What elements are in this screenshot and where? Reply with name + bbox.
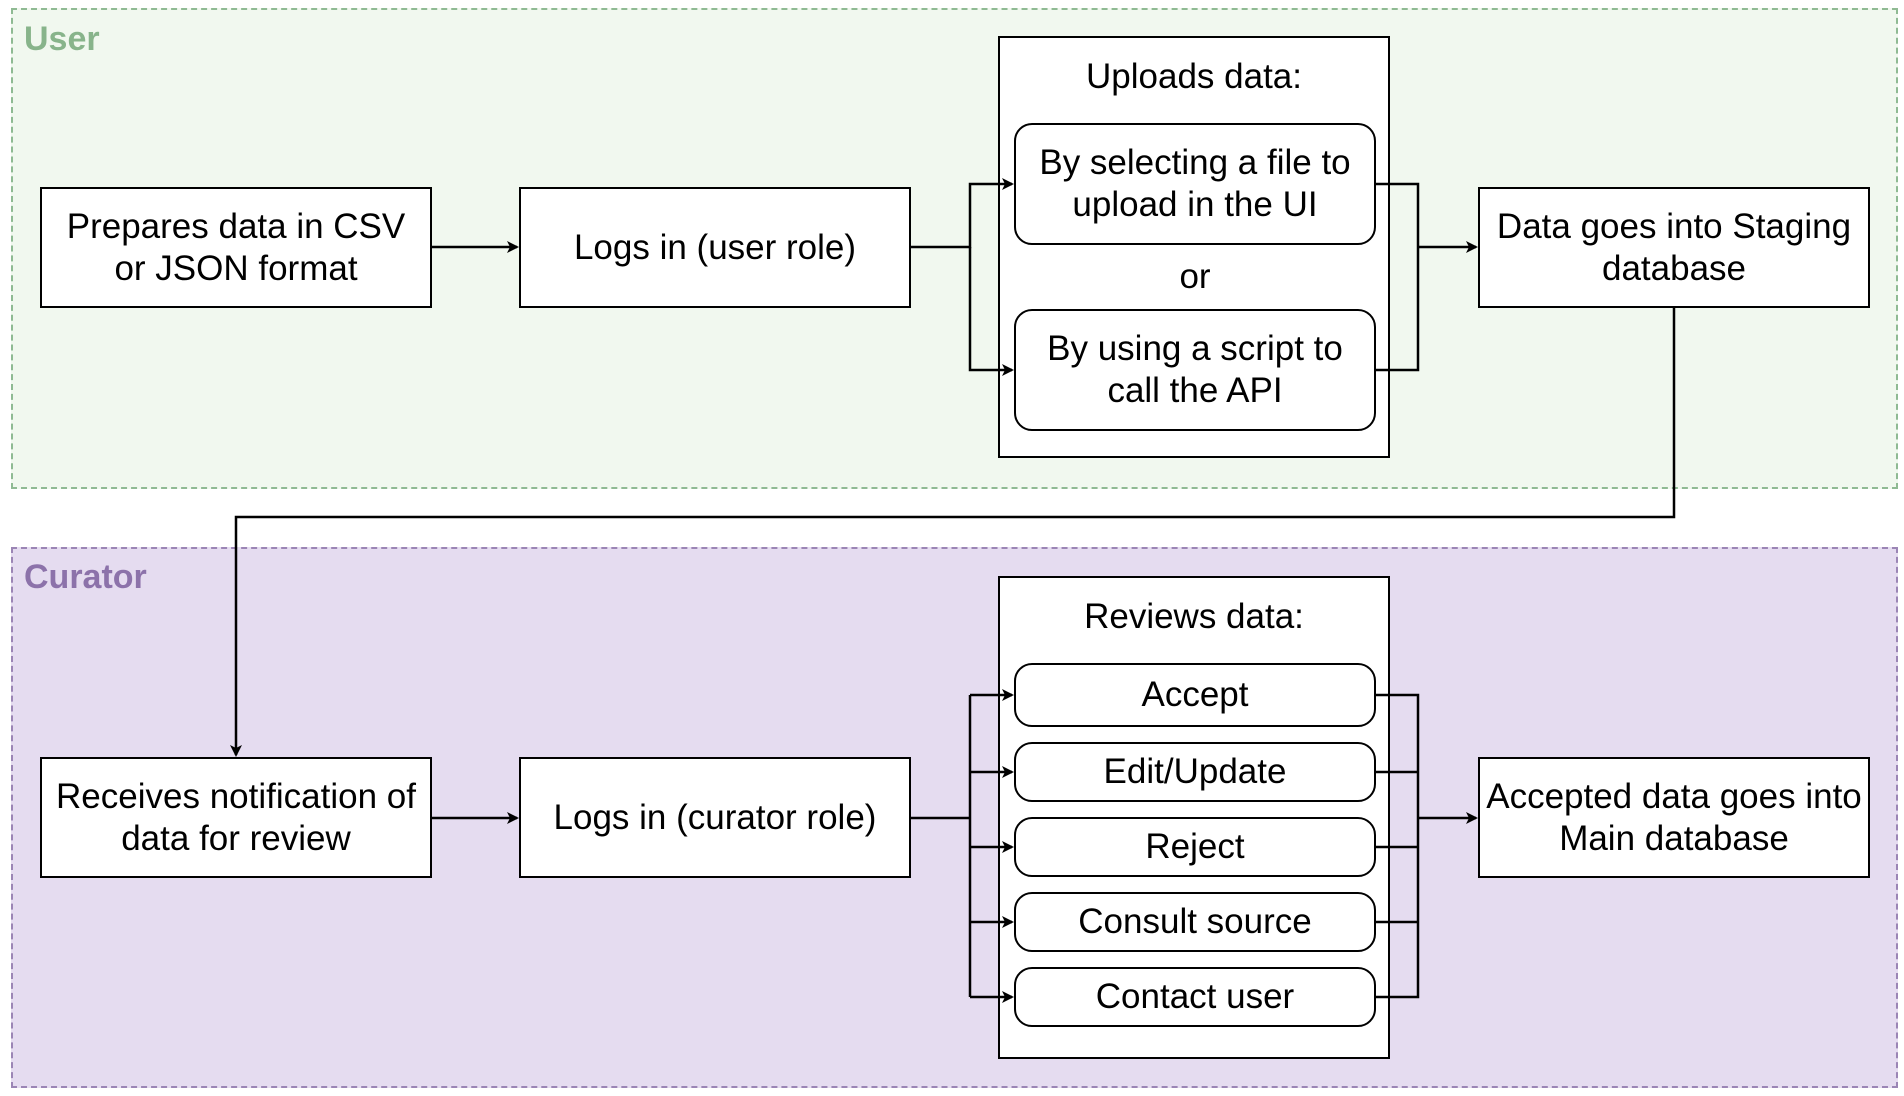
line-upload-ui-merge (1376, 182, 1420, 372)
upload-group-title: Uploads data: (1086, 57, 1302, 96)
line-curator-login-branch (911, 695, 972, 997)
review-group-title: Reviews data: (1084, 597, 1304, 636)
review-action-accept: Accept (1014, 663, 1376, 727)
curator-lane-title: Curator (24, 558, 147, 596)
arrow-login-to-upload-ui (911, 178, 1014, 249)
review-action-consult-source: Consult source (1014, 892, 1376, 952)
or-label: or (1179, 257, 1211, 296)
line-review-actions-merge (1376, 693, 1420, 999)
review-action-reject: Reject (1014, 817, 1376, 877)
user-login-node: Logs in (user role) (519, 187, 911, 308)
arrow-login-to-upload-api (968, 247, 1014, 376)
staging-database-node: Data goes into Staging database (1478, 187, 1870, 308)
notification-node: Receives notification of data for review (40, 757, 432, 878)
prepare-data-node: Prepares data in CSV or JSON format (40, 187, 432, 308)
curator-login-node: Logs in (curator role) (519, 757, 911, 878)
review-action-edit-update: Edit/Update (1014, 742, 1376, 802)
review-action-contact-user: Contact user (1014, 967, 1376, 1027)
user-lane-title: User (24, 20, 100, 58)
upload-via-ui-node: By selecting a file to upload in the UI (1014, 123, 1376, 245)
upload-via-api-node: By using a script to call the API (1014, 309, 1376, 431)
main-database-node: Accepted data goes into Main database (1478, 757, 1870, 878)
arrow-staging-to-notification (230, 308, 1676, 757)
